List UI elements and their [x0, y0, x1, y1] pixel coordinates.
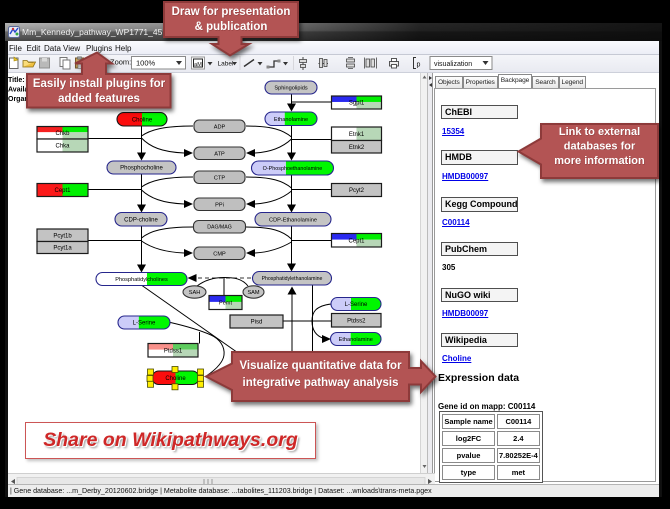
svg-text:100%: 100%	[136, 59, 156, 68]
svg-text:Link to external: Link to external	[559, 126, 640, 138]
svg-text:more information: more information	[554, 155, 645, 167]
svg-text:visualization: visualization	[434, 61, 472, 68]
svg-text:added features: added features	[58, 93, 140, 105]
svg-text:integrative pathway analysis: integrative pathway analysis	[243, 377, 399, 389]
svg-text:Zoom:: Zoom:	[110, 58, 131, 67]
svg-text:p: p	[417, 62, 421, 69]
svg-text:aM: aM	[194, 62, 202, 68]
svg-text:Draw for presentation: Draw for presentation	[172, 6, 291, 18]
svg-text:Easily install plugins for: Easily install plugins for	[33, 78, 166, 90]
svg-text:Label: Label	[218, 61, 234, 68]
svg-text:& publication: & publication	[195, 21, 268, 33]
svg-text:Visualize quantitative data f: Visualize quantitative data for	[239, 360, 402, 372]
svg-text:databases for: databases for	[564, 141, 636, 153]
